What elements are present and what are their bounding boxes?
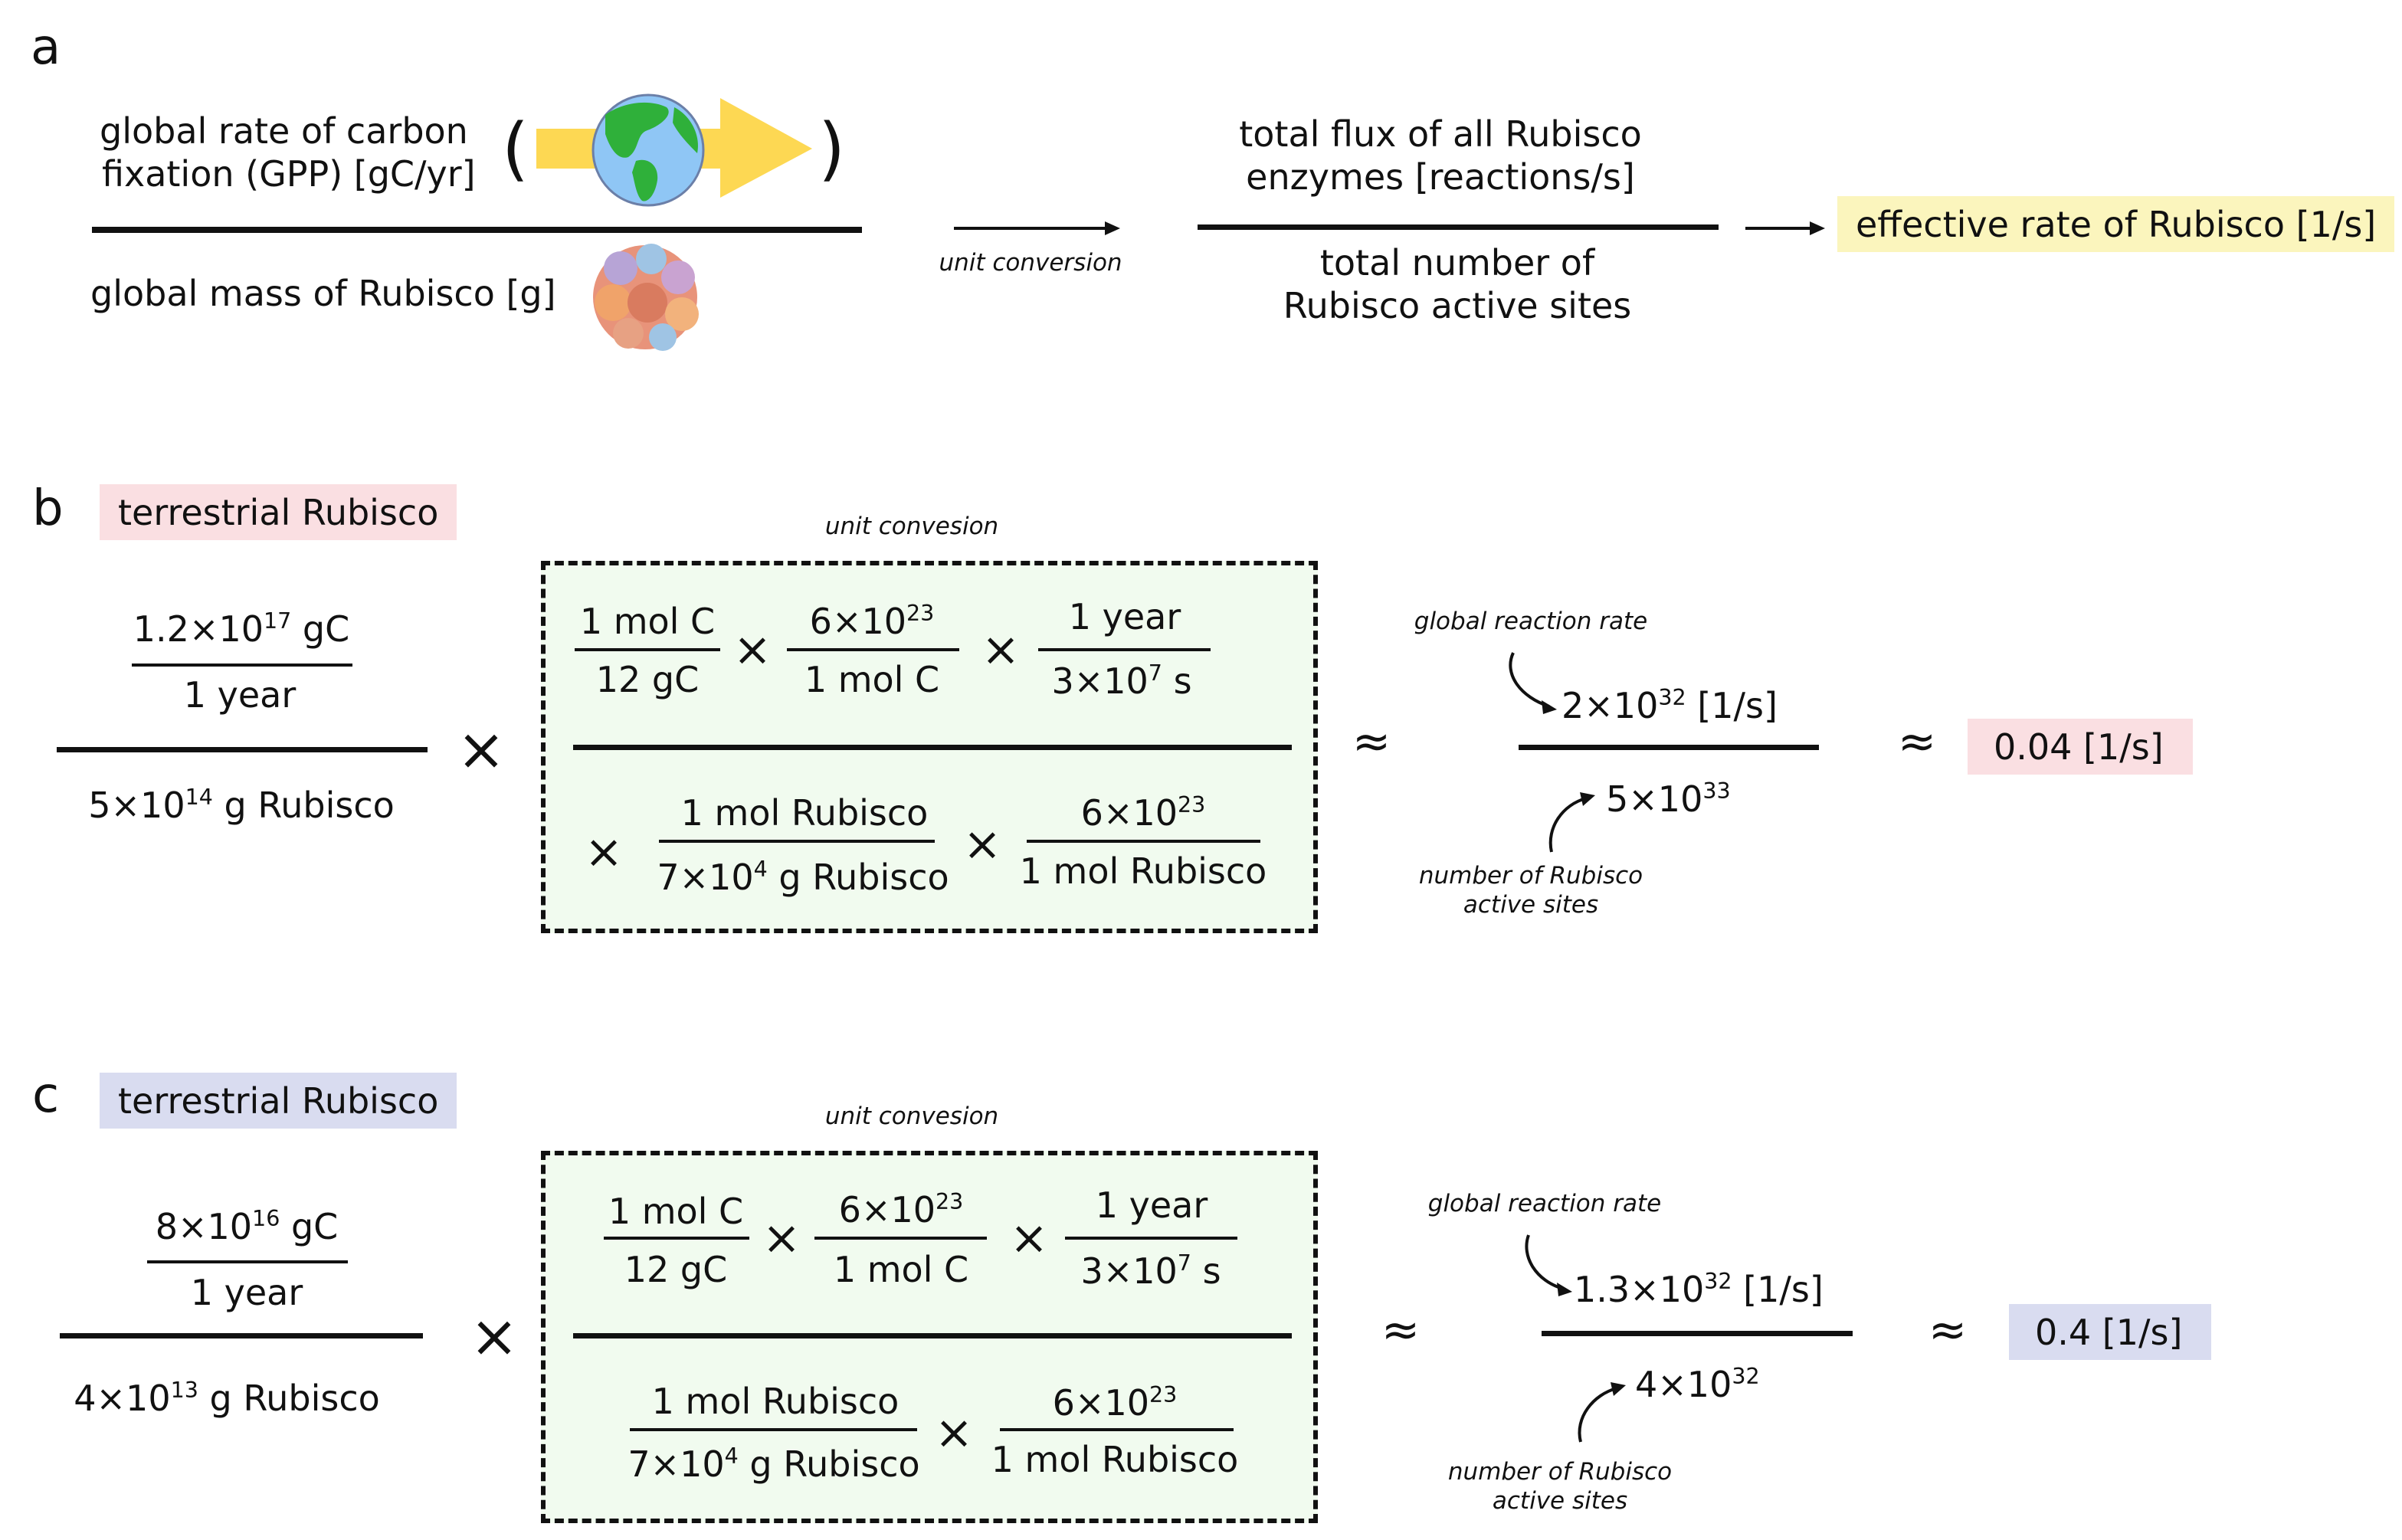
rubisco-mass-label: global mass of Rubisco [g] [90, 273, 556, 314]
unit-conversion-label: unit convesion [824, 513, 999, 540]
year-num: 1 year [1095, 1184, 1208, 1226]
rate-fraction-bar [1519, 745, 1819, 750]
multiply-sign: × [457, 715, 506, 783]
approx-sign: ≈ [1928, 1303, 1968, 1357]
sites-per-mol-bar [1000, 1428, 1234, 1431]
avogadro-den: 1 mol C [804, 659, 940, 700]
flux-label-line2: enzymes [reactions/s] [1246, 156, 1635, 198]
multiply-sign: × [762, 1211, 801, 1265]
conversion-main-bar [573, 745, 1292, 750]
sites-per-mol-bar [1027, 840, 1260, 843]
approx-sign: ≈ [1352, 715, 1391, 768]
active-sites-label-line2: active sites [1492, 1487, 1628, 1515]
rate-fraction-bar [1542, 1331, 1853, 1336]
left-main-fraction-bar [60, 1333, 423, 1338]
effective-rate-result: effective rate of Rubisco [1/s] [1837, 196, 2395, 252]
mol-rubisco-bar [630, 1428, 917, 1431]
mol-rubisco-bar [659, 840, 935, 843]
sites-per-mol-num: 6×1023 [1052, 1381, 1178, 1424]
rubisco-mass-value: 4×1013 g Rubisco [74, 1377, 380, 1419]
molar-mass-rubisco: 7×104 g Rubisco [657, 856, 949, 898]
effective-rate-result: 0.4 [1/s] [2009, 1304, 2212, 1360]
factor-molc-num: 1 mol C [579, 601, 716, 642]
active-sites-value: 5×1033 [1606, 778, 1731, 820]
avogadro-num: 6×1023 [809, 600, 935, 642]
left-main-fraction-bar [57, 747, 428, 752]
terrestrial-rubisco-tag: terrestrial Rubisco [100, 1073, 457, 1129]
active-sites-label-line2: active sites [1463, 891, 1599, 919]
global-reaction-rate-value: 2×1032 [1/s] [1561, 684, 1778, 726]
gpp-label-line2: fixation (GPP) [gC/yr] [102, 153, 476, 195]
multiply-sign: × [732, 623, 772, 677]
active-sites-label-line1: number of Rubisco [1447, 1458, 1673, 1486]
sites-per-mol-num: 6×1023 [1080, 791, 1206, 834]
panel-a-main-fraction-bar [92, 227, 862, 233]
multiply-sign: × [962, 818, 1002, 871]
sites-label-line1: total number of [1319, 242, 1595, 283]
mol-rubisco-num: 1 mol Rubisco [680, 792, 929, 834]
multiply-sign: × [981, 623, 1021, 677]
open-paren: ( [502, 109, 529, 189]
seconds-per-year: 3×107 s [1080, 1250, 1221, 1292]
per-year: 1 year [190, 1272, 303, 1313]
multiply-sign: × [1009, 1211, 1049, 1265]
seconds-per-year: 3×107 s [1051, 660, 1192, 702]
global-reaction-rate-label: global reaction rate [1414, 608, 1648, 635]
rubisco-mass-value: 5×1014 g Rubisco [88, 784, 395, 826]
conversion-main-bar [573, 1333, 1292, 1338]
panel-letter-c: c [32, 1067, 60, 1124]
sites-label-line2: Rubisco active sites [1283, 285, 1632, 326]
unit-conversion-label: unit convesion [824, 1103, 999, 1130]
avogadro-num: 6×1023 [838, 1188, 964, 1230]
year-bar [1065, 1237, 1237, 1240]
molar-mass-rubisco: 7×104 g Rubisco [628, 1443, 920, 1485]
factor-molc-num: 1 mol C [608, 1191, 744, 1232]
unit-conversion-label: unit conversion [939, 249, 1122, 277]
multiply-sign: × [470, 1302, 519, 1370]
multiply-sign: × [584, 825, 624, 879]
sites-per-mol-den: 1 mol Rubisco [991, 1439, 1239, 1480]
avogadro-bar [814, 1237, 987, 1240]
factor-molc-bar [604, 1237, 749, 1240]
effective-rate-result: 0.04 [1/s] [1968, 719, 2193, 775]
gpp-value: 1.2×1017 gC [133, 608, 350, 650]
year-num: 1 year [1068, 596, 1181, 637]
avogadro-den: 1 mol C [833, 1249, 969, 1290]
multiply-sign: × [934, 1406, 974, 1460]
per-year: 1 year [183, 674, 297, 716]
year-bar [1038, 648, 1211, 651]
global-reaction-rate-value: 1.3×1032 [1/s] [1574, 1268, 1824, 1310]
flux-label-line1: total flux of all Rubisco [1239, 113, 1642, 155]
terrestrial-rubisco-tag: terrestrial Rubisco [100, 484, 457, 540]
close-paren: ) [818, 109, 846, 189]
gpp-fraction-bar [132, 664, 352, 667]
panel-letter-b: b [32, 480, 64, 537]
gpp-label-line1: global rate of carbon [100, 110, 468, 152]
avogadro-bar [787, 648, 959, 651]
gpp-value: 8×1016 gC [155, 1205, 339, 1247]
approx-sign: ≈ [1897, 715, 1937, 768]
approx-sign: ≈ [1381, 1303, 1421, 1357]
factor-molc-den: 12 gC [624, 1249, 728, 1290]
sites-per-mol-den: 1 mol Rubisco [1019, 850, 1267, 892]
factor-molc-bar [575, 648, 720, 651]
active-sites-value: 4×1032 [1635, 1363, 1760, 1405]
active-sites-label-line1: number of Rubisco [1418, 862, 1643, 890]
panel-a-right-fraction-bar [1198, 224, 1719, 230]
factor-molc-den: 12 gC [595, 659, 700, 700]
gpp-fraction-bar [147, 1260, 348, 1263]
global-reaction-rate-label: global reaction rate [1427, 1190, 1662, 1217]
panel-letter-a: a [31, 19, 61, 76]
mol-rubisco-num: 1 mol Rubisco [651, 1381, 900, 1422]
